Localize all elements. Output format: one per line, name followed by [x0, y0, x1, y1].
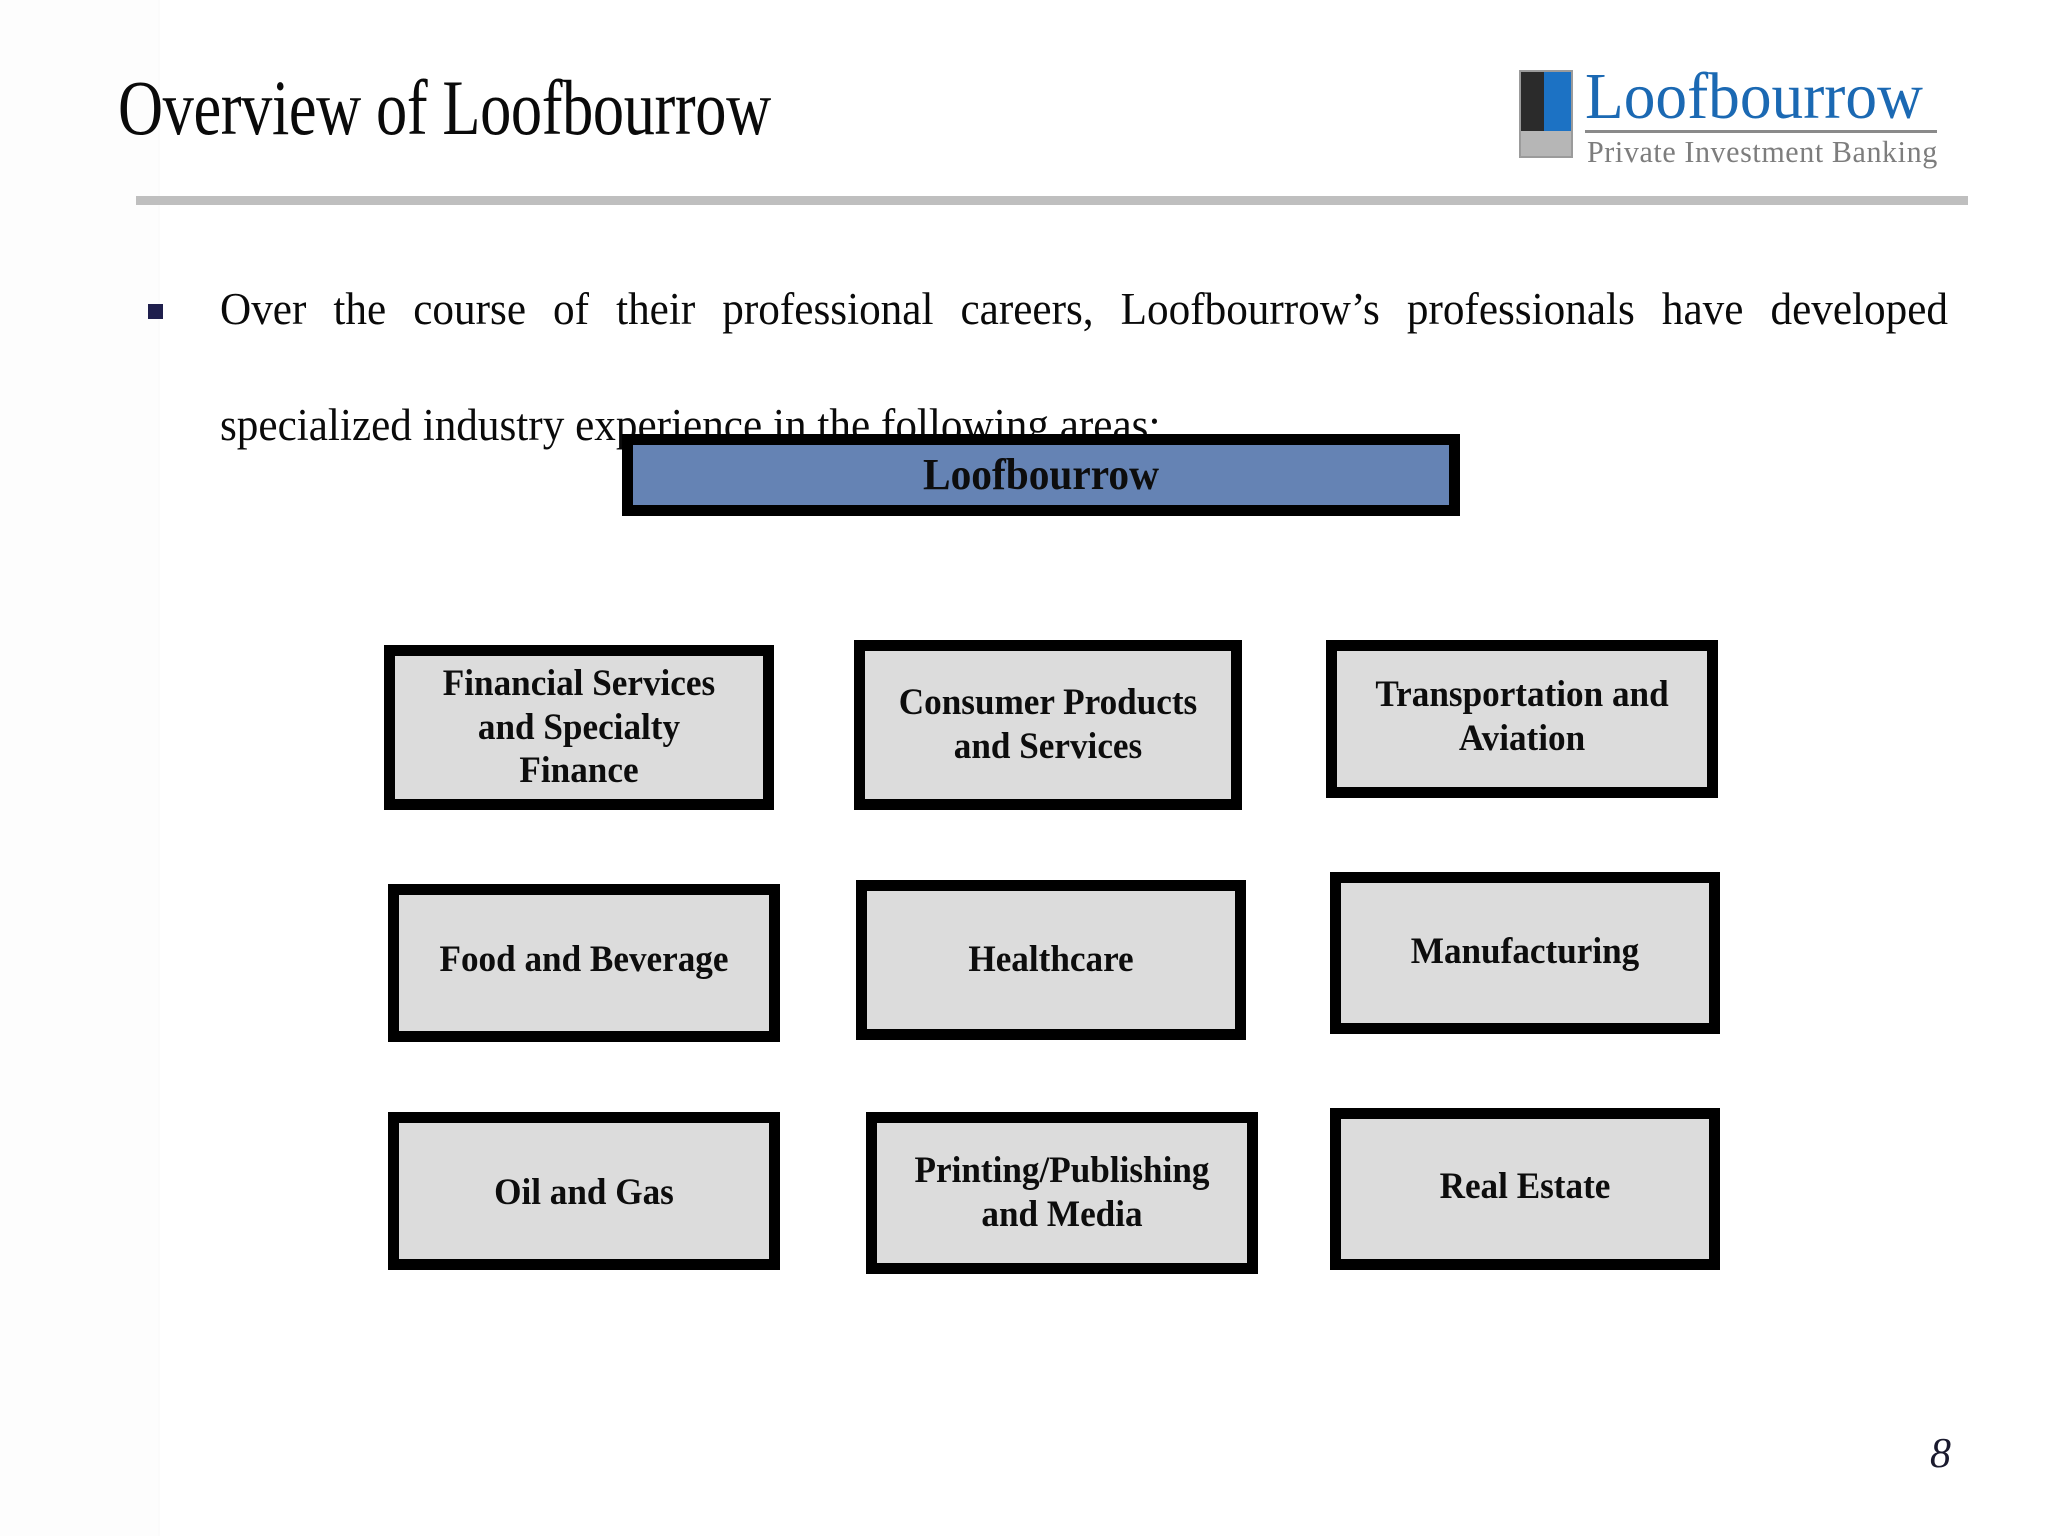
diagram-node-label: Consumer Products and Services — [898, 682, 1198, 767]
diagram-node-oil-gas: Oil and Gas — [388, 1112, 780, 1270]
logo-mark-blue-block — [1543, 72, 1571, 131]
logo-wordmark: Loofbourrow — [1585, 60, 1923, 133]
diagram-node-label: Food and Beverage — [439, 939, 729, 981]
header-divider — [136, 196, 1968, 205]
diagram-node-label: Oil and Gas — [494, 1172, 674, 1214]
diagram-node-food-beverage: Food and Beverage — [388, 884, 780, 1042]
diagram-node-real-estate: Real Estate — [1330, 1108, 1720, 1270]
diagram-node-label: Manufacturing — [1410, 931, 1640, 973]
diagram-node-label: Printing/Publishing and Media — [914, 1150, 1210, 1235]
diagram-node-label: Healthcare — [968, 939, 1134, 981]
left-margin-band — [0, 0, 158, 1536]
page-number: 8 — [1930, 1431, 1951, 1477]
diagram-node-consumer-products: Consumer Products and Services — [854, 640, 1242, 810]
diagram-root-label: Loofbourrow — [923, 450, 1159, 500]
logo-underline — [1585, 130, 1937, 133]
logo-mark-gray-block — [1521, 130, 1571, 156]
diagram-node-healthcare: Healthcare — [856, 880, 1246, 1040]
diagram-node-financial-services: Financial Services and Specialty Finance — [384, 645, 774, 810]
diagram-node-manufacturing: Manufacturing — [1330, 872, 1720, 1034]
page-title: Overview of Loofbourrow — [118, 64, 771, 151]
logo-mark-dark-block — [1521, 72, 1544, 131]
bullet-square-icon — [148, 304, 163, 319]
company-logo: Loofbourrow Private Investment Banking — [1519, 60, 1939, 170]
diagram-node-printing-publishing: Printing/Publishing and Media — [866, 1112, 1258, 1274]
logo-tagline: Private Investment Banking — [1587, 134, 1938, 169]
diagram-node-transportation-aviation: Transportation and Aviation — [1326, 640, 1718, 798]
intro-bullet-line-1: Over the course of their professional ca… — [220, 284, 1948, 334]
left-margin-edge — [158, 0, 160, 1536]
diagram-node-label: Financial Services and Specialty Finance — [442, 663, 716, 792]
diagram-node-label: Real Estate — [1439, 1166, 1611, 1208]
diagram-node-label: Transportation and Aviation — [1375, 674, 1669, 759]
diagram-root-node: Loofbourrow — [622, 434, 1460, 516]
logo-mark-icon — [1519, 70, 1573, 158]
